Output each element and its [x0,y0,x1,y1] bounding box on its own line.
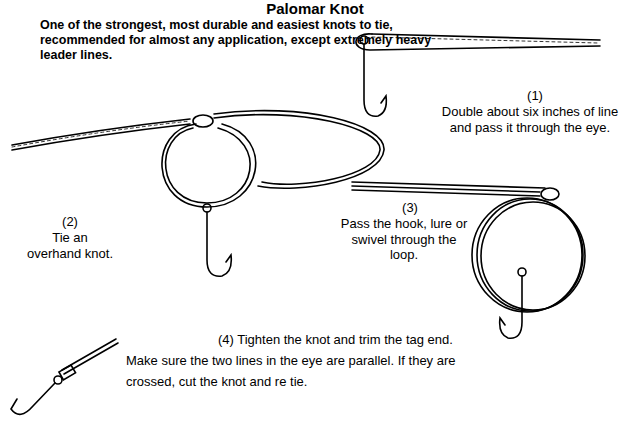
intro-note: One of the strongest, most durable and e… [40,18,460,63]
step-4-figure [11,339,118,414]
step-text: Double about six inches of line and pass… [435,104,625,135]
step-text: (4) Tighten the knot and trim the tag en… [126,330,476,392]
callout-number: (3) [365,200,455,216]
step-3-figure [352,182,585,338]
callout-number: (2) [28,214,112,230]
callout-number: (1) [495,88,575,104]
step-2-figure [12,111,384,277]
step-text: Tie an overhand knot. [24,230,116,261]
step-text: Pass the hook, lure or swivel through th… [338,216,470,263]
title: Palomar Knot [140,0,490,18]
